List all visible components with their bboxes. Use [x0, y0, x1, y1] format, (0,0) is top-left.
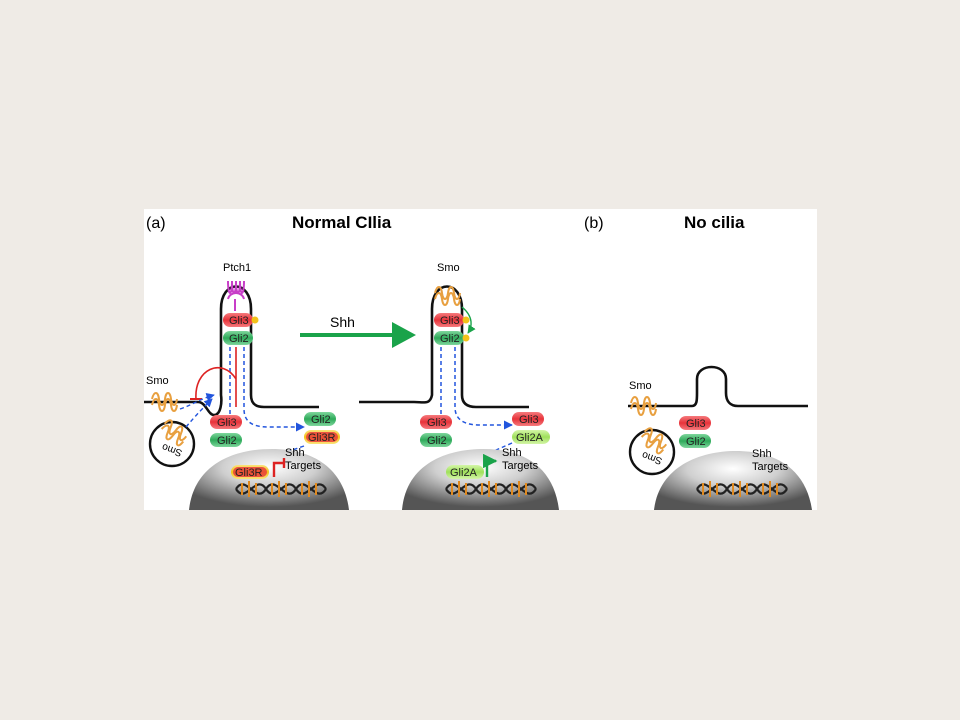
cilium-gli3-pill: [223, 313, 253, 327]
targets-left-line1: Shh: [285, 447, 305, 459]
r-cilium-gli2-label: Gli2: [440, 333, 460, 345]
cilium-gli2-label: Gli2: [229, 333, 249, 345]
nucleus-gli3r-core: [233, 467, 267, 477]
panel-b-title: No cilia: [684, 213, 745, 232]
r-right-gli2a-label: Gli2A: [516, 432, 544, 444]
panel-a-letter: (a): [146, 215, 166, 232]
r-right-gli3-label: Gli3: [519, 414, 539, 426]
nucleus-left: [189, 449, 349, 510]
figure: (a) Normal CIlia Ptch1 Gli3 Gli2 Smo Smo…: [144, 209, 817, 510]
cilium-yellow-dot: [251, 316, 259, 324]
cilium-gli3-label: Gli3: [229, 315, 249, 327]
right-gli2-label: Gli2: [311, 414, 331, 426]
cilium-gli2-pill: [223, 331, 253, 345]
r-yellow-dot: [462, 316, 470, 324]
targets-left-line2: Targets: [285, 460, 322, 472]
b-gli3-pill: [679, 416, 711, 430]
nucleus-gli2a-pill: [446, 465, 484, 479]
r-right-gli2a-pill: [512, 430, 550, 444]
cell-membrane-b: [628, 365, 808, 408]
nucleus-gli3r-label: Gli3R: [235, 467, 263, 479]
base-gli3-pill: [210, 415, 242, 429]
smo-top-label: Smo: [437, 262, 460, 274]
shh-arrow: [300, 322, 416, 348]
right-gli2-pill: [304, 412, 336, 426]
r-yellow-dot-2: [462, 334, 470, 342]
inhibition-line: [195, 347, 237, 407]
r-base-gli3-label: Gli3: [427, 417, 447, 429]
panel-a-title: Normal CIlia: [292, 213, 392, 232]
r-activation-arrow: [461, 306, 476, 334]
repression-mark: [272, 461, 284, 477]
smo-dashed-arrow: [179, 393, 215, 410]
right-gli3r-core: [306, 432, 338, 442]
r-right-gli3-pill: [512, 412, 544, 426]
base-gli2-label: Gli2: [217, 435, 237, 447]
ptch1-receptor: [227, 280, 245, 311]
nucleus-right: [402, 449, 559, 510]
targets-b-line2: Targets: [752, 461, 789, 473]
activation-mark: [483, 453, 498, 477]
ptch1-label: Ptch1: [223, 262, 251, 274]
targets-b-line1: Shh: [752, 448, 772, 460]
right-gli3r-label: Gli3R: [308, 432, 336, 444]
nucleus-gli2a-label: Gli2A: [450, 467, 478, 479]
r-dashed-track-right: [454, 347, 513, 430]
targets-right-line1: Shh: [502, 447, 522, 459]
b-gli2-pill: [679, 434, 711, 448]
b-gli3-label: Gli3: [686, 418, 706, 430]
base-gli2-pill: [210, 433, 242, 447]
panel-b-letter: (b): [584, 215, 604, 232]
cell-membrane-right: [359, 285, 529, 409]
vesicle-dashed-arrow: [185, 398, 213, 428]
r-cilium-gli3-label: Gli3: [440, 315, 460, 327]
nucleus-b: [654, 451, 812, 510]
smo-left-label: Smo: [146, 375, 169, 387]
r-cilium-gli2-pill: [434, 331, 464, 345]
targets-right-line2: Targets: [502, 460, 539, 472]
smo-b-label: Smo: [629, 380, 652, 392]
r-base-gli2-pill: [420, 433, 452, 447]
r-base-gli3-pill: [420, 415, 452, 429]
base-gli3-label: Gli3: [217, 417, 237, 429]
r-base-gli2-label: Gli2: [427, 435, 447, 447]
cell-membrane-left: [144, 285, 319, 417]
b-gli2-label: Gli2: [686, 436, 706, 448]
dashed-track-right: [243, 347, 305, 432]
r-cilium-gli3-pill: [434, 313, 464, 327]
shh-arrow-label: Shh: [330, 314, 355, 330]
